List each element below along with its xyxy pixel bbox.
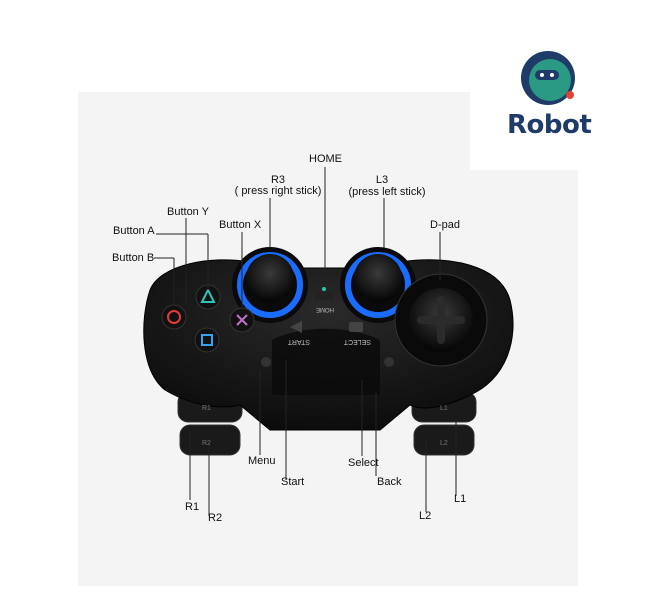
device-l2-print: L2 (440, 440, 448, 447)
label-r1: R1 (185, 501, 200, 513)
leader-lines (154, 167, 457, 516)
face-buttons (161, 284, 255, 353)
label-r3: R3 (270, 174, 286, 186)
label-menu: Menu (248, 455, 276, 467)
label-r3-note: ( press right stick) (234, 185, 322, 197)
home-button (315, 292, 333, 300)
label-button-x: Button X (219, 219, 262, 231)
brand-logo-text: Robot (507, 110, 592, 140)
left-analog-stick (340, 247, 416, 323)
dpad-disc (394, 273, 488, 367)
label-l2: L2 (419, 510, 432, 522)
label-button-a: Button A (113, 225, 155, 237)
label-dpad: D-pad (430, 219, 460, 231)
device-home-print: HOME (316, 306, 334, 312)
device-select-print: SELECT (343, 338, 371, 345)
label-l3: L3 (375, 174, 389, 186)
label-home: HOME (309, 153, 342, 165)
label-l3-note: (press left stick) (348, 186, 426, 198)
backdrop-notch (470, 92, 578, 170)
label-start: Start (281, 476, 305, 488)
robot-logo-icon (521, 51, 575, 105)
label-r2: R2 (208, 512, 223, 524)
right-analog-stick (232, 247, 308, 323)
label-button-b: Button B (112, 252, 155, 264)
label-select: Select (348, 457, 379, 469)
device-l1-print: L1 (440, 405, 448, 412)
start-button (290, 321, 302, 333)
label-l1: L1 (454, 493, 467, 505)
select-button (349, 322, 363, 332)
label-button-y: Button Y (167, 206, 209, 218)
device-r2-print: R2 (202, 440, 211, 447)
device-start-print: START (287, 338, 310, 345)
device-r1-print: R1 (202, 405, 211, 412)
label-back: Back (377, 476, 402, 488)
